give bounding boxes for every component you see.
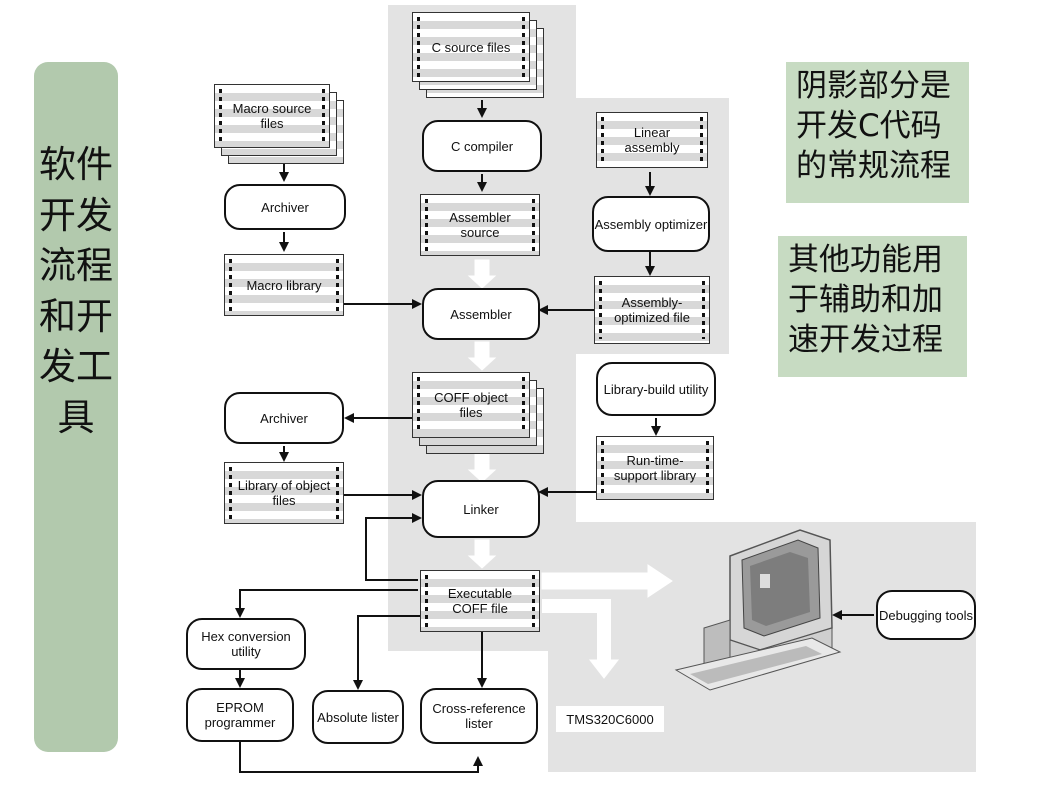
assembler-source-label: Assembler source [449, 210, 511, 240]
library-build-utility: Library-build utility [596, 362, 716, 416]
note-shaded-flow: 阴影部分是开发C代码的常规流程 [786, 62, 969, 203]
hex-conversion-utility: Hex conversion utility [186, 618, 306, 670]
assembly-optimizer-label: Assembly optimizer [594, 216, 708, 232]
assembler-label: Assembler [450, 306, 512, 322]
macro-source-files: Macro source files [214, 84, 344, 164]
executable-coff-label: Executable COFF file [447, 586, 513, 616]
coff-object-label: COFF object files [434, 390, 508, 420]
macro-source-label: Macro source files [232, 101, 312, 131]
note-other-text: 其他功能用于辅助和加速开发过程 [788, 242, 943, 358]
macro-library: Macro library [224, 254, 344, 316]
note-shaded-text: 阴影部分是开发C代码的常规流程 [796, 68, 951, 184]
library-of-object-files: Library of object files [224, 462, 344, 524]
note-other-functions: 其他功能用于辅助和加速开发过程 [778, 236, 967, 377]
coff-object-files: COFF object files [412, 372, 544, 454]
archiver-top-label: Archiver [261, 199, 309, 215]
assembler: Assembler [422, 288, 540, 340]
linker: Linker [422, 480, 540, 538]
runtime-support-library: Run-time-support library [596, 436, 714, 500]
macro-library-label: Macro library [246, 277, 322, 293]
eprom-programmer-label: EPROM programmer [204, 700, 276, 730]
library-build-label: Library-build utility [603, 381, 709, 397]
target-device-text: TMS320C6000 [566, 711, 654, 727]
absolute-lister-label: Absolute lister [317, 709, 399, 725]
absolute-lister: Absolute lister [312, 690, 404, 744]
archiver-top: Archiver [224, 184, 346, 230]
cross-reference-label: Cross-reference lister [432, 701, 526, 731]
c-source-files: C source files [412, 12, 544, 98]
assembler-source: Assembler source [420, 194, 540, 256]
library-objects-label: Library of object files [237, 478, 331, 508]
computer-icon [674, 529, 842, 691]
assembly-optimized-file: Assembly-optimized file [594, 276, 710, 344]
executable-coff-file: Executable COFF file [420, 570, 540, 632]
sidebar-panel: 软件开发流程和开发工具 [34, 62, 118, 752]
debugging-tools: Debugging tools [876, 590, 976, 640]
c-source-label: C source files [431, 39, 511, 55]
target-device-label: TMS320C6000 [556, 706, 664, 732]
eprom-programmer: EPROM programmer [186, 688, 294, 742]
assembly-optimizer: Assembly optimizer [592, 196, 710, 252]
cross-reference-lister: Cross-reference lister [420, 688, 538, 744]
c-compiler: C compiler [422, 120, 542, 172]
linear-assembly-label: Linear assembly [624, 125, 680, 155]
hex-conversion-label: Hex conversion utility [201, 629, 291, 659]
debugging-tools-label: Debugging tools [879, 607, 973, 623]
assembly-optimized-label: Assembly-optimized file [614, 295, 690, 325]
runtime-support-label: Run-time-support library [613, 453, 697, 483]
archiver-mid-label: Archiver [260, 410, 308, 426]
archiver-mid: Archiver [224, 392, 344, 444]
linker-label: Linker [463, 501, 499, 517]
c-compiler-label: C compiler [450, 138, 514, 154]
linear-assembly: Linear assembly [596, 112, 708, 168]
sidebar-title: 软件开发流程和开发工具 [39, 143, 113, 439]
